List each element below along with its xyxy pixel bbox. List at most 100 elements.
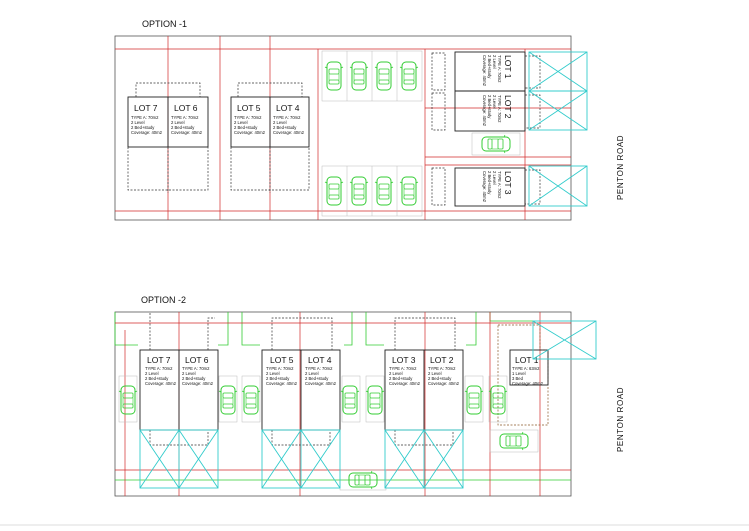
car-icon <box>464 385 484 415</box>
option-2-site-boundary <box>114 311 572 497</box>
option-2-plan: OPTION -2 <box>114 295 625 497</box>
svg-text:Coverage: 40m2: Coverage: 40m2 <box>305 381 337 386</box>
svg-text:2 Bed+study: 2 Bed+study <box>305 376 329 381</box>
svg-text:Coverage: 40m2: Coverage: 40m2 <box>182 381 214 386</box>
option-1-lot-6-label: LOT 6 TYPE A: 70m2 2 Level 2 Bed+study C… <box>171 103 203 135</box>
option-1-plan: OPTION -1 <box>114 19 625 221</box>
svg-text:TYPE A: 70m2: TYPE A: 70m2 <box>234 115 262 120</box>
svg-text:TYPE A: 70m2: TYPE A: 70m2 <box>497 95 502 123</box>
svg-text:2 Bed+study: 2 Bed+study <box>266 376 290 381</box>
svg-text:LOT 4: LOT 4 <box>308 355 332 365</box>
option-2-lot-6-label: LOT 6 TYPE A: 70m2 2 Level 2 Bed+study C… <box>182 355 214 386</box>
svg-text:TYPE A: 70m2: TYPE A: 70m2 <box>497 171 502 199</box>
car-icon <box>118 385 138 415</box>
option-1-lot-1-label: LOT 1 TYPE A: 70m2 2 Level 2 Bed+study C… <box>482 55 513 87</box>
svg-text:LOT 2: LOT 2 <box>503 95 513 119</box>
car-icon <box>374 61 394 91</box>
svg-text:Coverage: 40m2: Coverage: 40m2 <box>512 381 544 386</box>
option-1-building-lots-1-2 <box>431 51 541 132</box>
svg-text:LOT 3: LOT 3 <box>392 355 416 365</box>
svg-text:2 Level: 2 Level <box>389 371 403 376</box>
svg-text:2 Bed+study: 2 Bed+study <box>131 125 155 130</box>
option-1-road-label: PENTON ROAD <box>616 135 625 200</box>
svg-text:3 Bed: 3 Bed <box>512 376 524 381</box>
svg-text:LOT 2: LOT 2 <box>430 355 454 365</box>
svg-text:TYPE A: 70m2: TYPE A: 70m2 <box>305 366 333 371</box>
car-icon <box>324 61 344 91</box>
svg-text:2 Bed+study: 2 Bed+study <box>389 376 413 381</box>
option-2-lot-5-label: LOT 5 TYPE A: 70m2 2 Level 2 Bed+study C… <box>266 355 298 386</box>
car-icon <box>349 176 369 206</box>
svg-text:2 Level: 2 Level <box>145 371 159 376</box>
option-2-lot-7-label: LOT 7 TYPE A: 70m2 2 Level 2 Bed+study C… <box>145 355 177 386</box>
option-1-lot-3-label: LOT 3 TYPE A: 70m2 2 Level 2 Bed+study C… <box>482 171 513 203</box>
option-1-building-lots-7-6 <box>127 82 209 193</box>
option-1-car-lot-2 <box>471 132 521 156</box>
svg-text:2 Level: 2 Level <box>131 120 145 125</box>
option-1-title: OPTION -1 <box>142 19 187 29</box>
option-2-lot-3-label: LOT 3 TYPE A: 70m2 2 Level 2 Bed+study C… <box>389 355 421 386</box>
car-icon <box>340 385 360 415</box>
svg-text:LOT 5: LOT 5 <box>237 103 261 113</box>
svg-text:Coverage: 40m2: Coverage: 40m2 <box>131 130 163 135</box>
svg-text:Coverage: 40m2: Coverage: 40m2 <box>266 381 298 386</box>
option-1-building-lots-5-4 <box>230 82 310 193</box>
svg-text:2 Level: 2 Level <box>266 371 280 376</box>
svg-text:1 Level: 1 Level <box>512 371 526 376</box>
svg-text:Coverage: 40m2: Coverage: 40m2 <box>389 381 421 386</box>
svg-text:TYPE A: 70m2: TYPE A: 70m2 <box>389 366 417 371</box>
svg-text:TYPE A: 70m2: TYPE A: 70m2 <box>273 115 301 120</box>
option-1-garages <box>528 51 588 207</box>
svg-text:Coverage: 40m2: Coverage: 40m2 <box>145 381 177 386</box>
option-1-lot-lines <box>115 36 571 220</box>
svg-text:TYPE A: 70m2: TYPE A: 70m2 <box>131 115 159 120</box>
car-icon <box>218 385 238 415</box>
svg-text:TYPE A: 70m2: TYPE A: 70m2 <box>266 366 294 371</box>
svg-text:2 Level: 2 Level <box>492 95 497 109</box>
svg-text:Coverage: 40m2: Coverage: 40m2 <box>234 130 266 135</box>
svg-text:2 Level: 2 Level <box>428 371 442 376</box>
car-icon <box>365 385 385 415</box>
svg-text:2 Bed+study: 2 Bed+study <box>487 55 492 79</box>
svg-text:2 Level: 2 Level <box>492 171 497 185</box>
svg-text:2 Bed+study: 2 Bed+study <box>145 376 169 381</box>
svg-text:Coverage: 40m2: Coverage: 40m2 <box>482 95 487 127</box>
option-2-title: OPTION -2 <box>141 295 186 305</box>
svg-text:2 Level: 2 Level <box>273 120 287 125</box>
svg-text:2 Bed+study: 2 Bed+study <box>171 125 195 130</box>
option-1-site-boundary <box>114 35 572 221</box>
svg-text:Coverage: 40m2: Coverage: 40m2 <box>428 381 460 386</box>
car-icon <box>499 431 529 451</box>
car-icon <box>374 176 394 206</box>
svg-text:Coverage: 40m2: Coverage: 40m2 <box>482 171 487 203</box>
svg-text:2 Bed+study: 2 Bed+study <box>273 125 297 130</box>
svg-text:TYPE A: 63m2: TYPE A: 63m2 <box>512 366 540 371</box>
svg-text:2 Level: 2 Level <box>492 55 497 69</box>
svg-text:LOT 3: LOT 3 <box>503 171 513 195</box>
car-icon <box>399 61 419 91</box>
svg-text:2 Level: 2 Level <box>305 371 319 376</box>
option-1-lot-2-label: LOT 2 TYPE A: 70m2 2 Level 2 Bed+study C… <box>482 95 513 127</box>
svg-text:2 Bed+study: 2 Bed+study <box>487 171 492 195</box>
option-1-car-park <box>321 50 423 217</box>
svg-text:Coverage: 40m2: Coverage: 40m2 <box>273 130 305 135</box>
svg-text:2 Bed+study: 2 Bed+study <box>487 95 492 119</box>
svg-text:LOT 7: LOT 7 <box>147 355 171 365</box>
option-1-lot-5-label: LOT 5 TYPE A: 70m2 2 Level 2 Bed+study C… <box>234 103 266 135</box>
svg-text:2 Level: 2 Level <box>234 120 248 125</box>
svg-text:LOT 4: LOT 4 <box>276 103 300 113</box>
option-1-lot-7-label: LOT 7 TYPE A: 70m2 2 Level 2 Bed+study C… <box>131 103 163 135</box>
car-icon <box>399 176 419 206</box>
svg-text:Coverage: 40m2: Coverage: 40m2 <box>482 55 487 87</box>
svg-text:TYPE A: 70m2: TYPE A: 70m2 <box>171 115 199 120</box>
option-2-cars <box>118 375 539 491</box>
svg-text:TYPE A: 70m2: TYPE A: 70m2 <box>182 366 210 371</box>
option-2-lot-4-label: LOT 4 TYPE A: 70m2 2 Level 2 Bed+study C… <box>305 355 337 386</box>
svg-text:2 Level: 2 Level <box>182 371 196 376</box>
svg-text:LOT 5: LOT 5 <box>270 355 294 365</box>
svg-text:LOT 1: LOT 1 <box>503 55 513 79</box>
option-2-garages <box>139 320 597 489</box>
svg-text:2 Bed+study: 2 Bed+study <box>428 376 452 381</box>
option-2-road-label: PENTON ROAD <box>616 387 625 452</box>
